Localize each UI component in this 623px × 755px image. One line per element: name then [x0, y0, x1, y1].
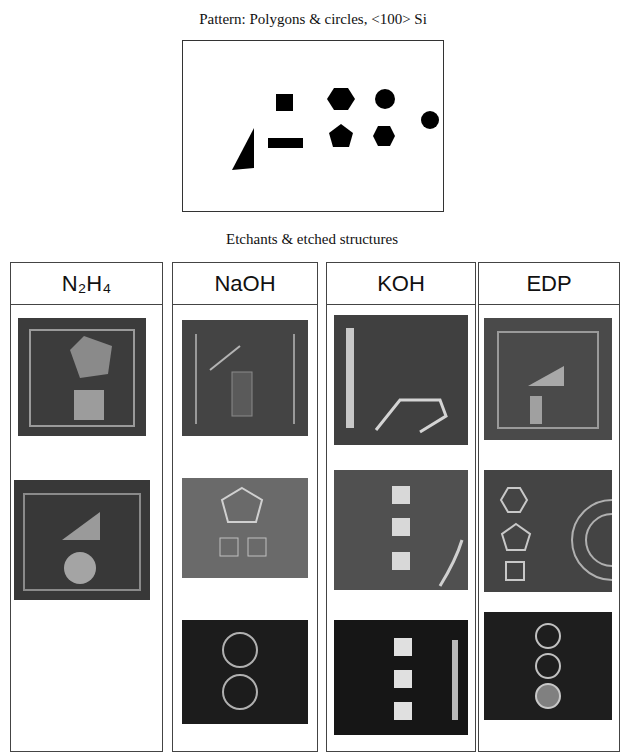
pattern-heading: Pattern: Polygons & circles, <100> Si: [199, 11, 427, 28]
etchant-column: NaOH: [172, 262, 318, 752]
pattern-frame: Pattern: Polygons & circles, <100> Si: [182, 40, 444, 212]
photo: [334, 620, 468, 735]
etchant-name: NaOH: [173, 263, 317, 305]
bar-shape: [268, 138, 303, 148]
circle-shape: [375, 89, 395, 109]
etchant-column: KOH: [326, 262, 476, 752]
etchant-column: N₂H₄: [10, 262, 163, 752]
photo: [18, 318, 146, 436]
etchant-name: N₂H₄: [11, 263, 162, 305]
photo: [484, 612, 612, 720]
section-heading: Etchants & etched structures: [226, 231, 398, 248]
photo: [484, 318, 612, 440]
circle-shape: [421, 111, 439, 129]
etchant-column: EDP: [478, 262, 620, 752]
hexagon-shape: [373, 126, 395, 146]
photo: [334, 470, 468, 590]
square-shape: [276, 94, 293, 111]
photo: [334, 315, 468, 445]
etchant-name: KOH: [327, 263, 475, 305]
photo: [14, 480, 150, 600]
photo: [182, 620, 308, 724]
pentagon-shape: [329, 124, 353, 147]
photo: [182, 320, 308, 436]
photo: [484, 470, 612, 592]
hexagon-shape: [327, 88, 355, 110]
etch-photos: [14, 315, 612, 735]
etchant-name: EDP: [479, 263, 619, 305]
pattern-shapes: [232, 88, 439, 170]
triangle-shape: [232, 128, 254, 170]
photo: [182, 478, 308, 578]
